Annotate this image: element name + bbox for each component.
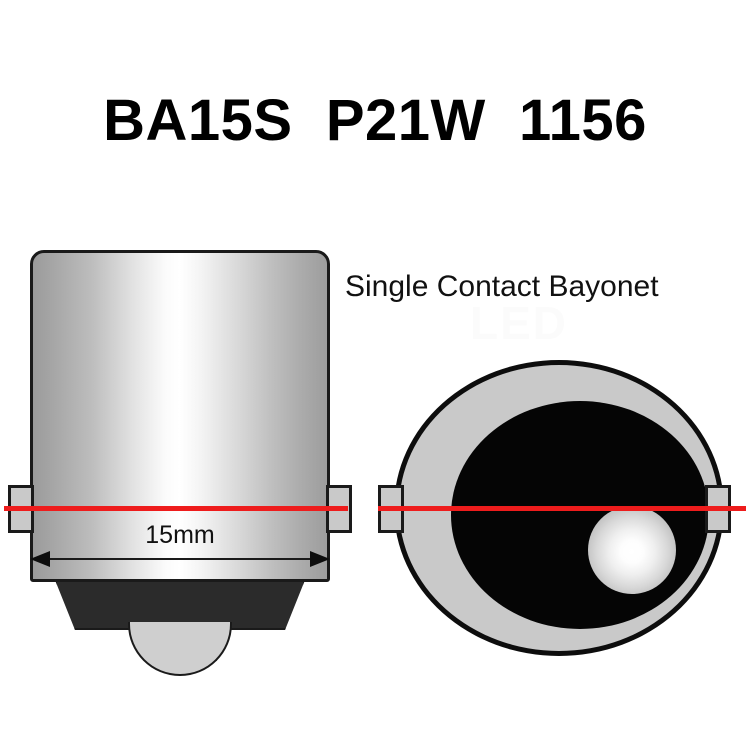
dimension-arrow-icon: [30, 551, 330, 567]
alignment-line-left: [4, 506, 348, 511]
metal-cap-body: [30, 250, 330, 582]
watermark-text: LED: [470, 297, 568, 349]
center-contact-dot: [588, 506, 676, 594]
dimension-label: 15mm: [145, 521, 215, 549]
center-contact: [128, 622, 232, 676]
subtitle-label: Single Contact Bayonet: [345, 270, 659, 303]
page-title: BA15S P21W 1156: [103, 88, 647, 153]
alignment-line-right: [378, 506, 746, 511]
inner-black-ring: [451, 401, 709, 629]
side-view-group: 15mm: [0, 240, 360, 676]
insulator-base: [55, 580, 305, 630]
